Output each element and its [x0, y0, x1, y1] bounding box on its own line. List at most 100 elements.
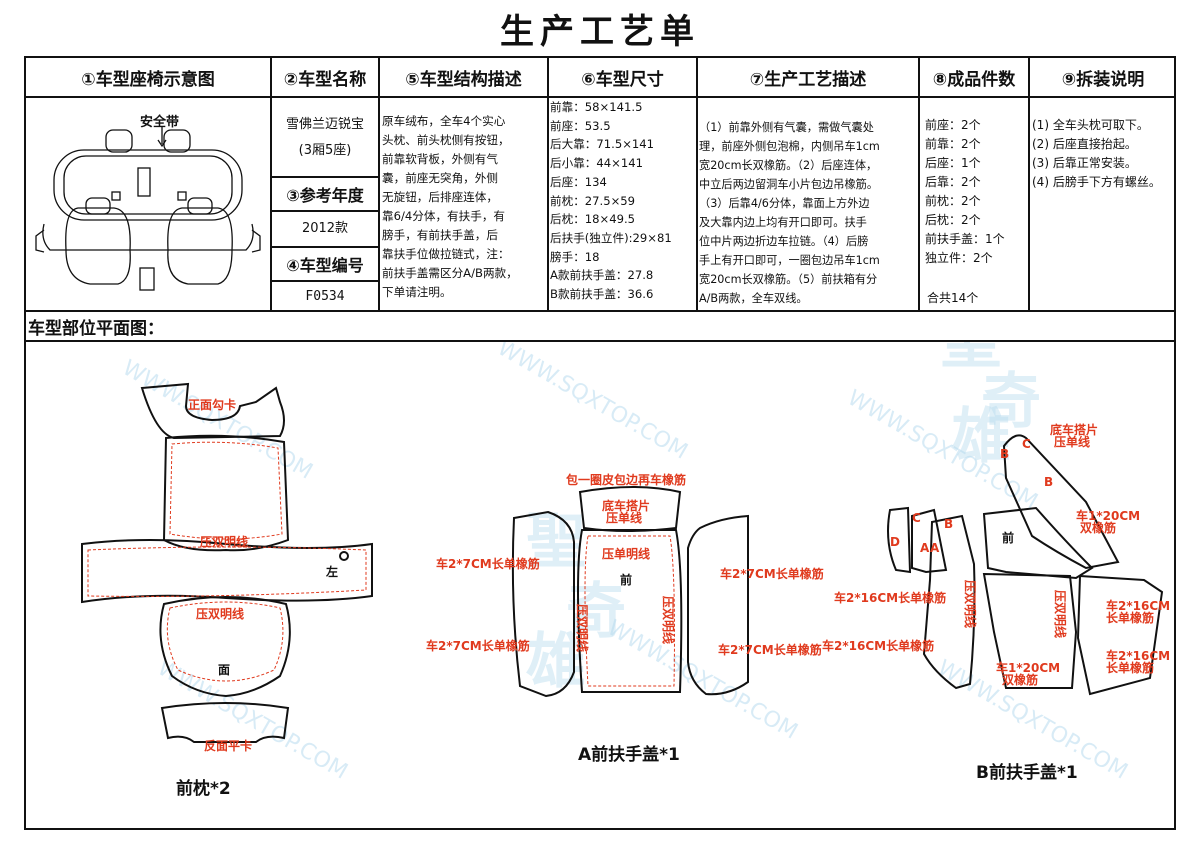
- count-item: 后枕：2个: [925, 213, 981, 227]
- size-list: 前靠：58×141.5 前座：53.5 后大靠：71.5×141 后小靠：44×…: [550, 98, 696, 304]
- b-cover-pieces: [887, 434, 1164, 696]
- sheet-title: 生产工艺单: [500, 12, 700, 52]
- row-divider: [270, 246, 378, 248]
- watermark-char: 奇: [981, 367, 1041, 437]
- a-cover-label: 车2*7CM长单橡筋: [718, 642, 822, 657]
- count-list: 前座：2个 前靠：2个 后座：1个 后靠：2个 前枕：2个 后枕：2个 前扶手盖…: [925, 116, 1028, 268]
- structure-line: 下单请注明。: [382, 285, 452, 299]
- process-line: 宽20cm长双橡筋。（2）后座连体，: [699, 159, 878, 172]
- process-line: 手上有开口即可，一圈包边吊车1cm: [699, 254, 880, 267]
- a-cover-label: 车2*7CM长单橡筋: [426, 638, 530, 653]
- pillow-label: 压双明线: [200, 534, 248, 549]
- process-line: （3）后靠4/6分体，靠面上方外边: [699, 197, 870, 210]
- a-cover-label: 压单明线: [602, 546, 650, 561]
- table-frame: [24, 56, 1176, 830]
- pattern-drawing: WWW.SQXTOP.COM WWW.SQXTOP.COM WWW.SQXTOP…: [81, 342, 1170, 799]
- watermark-char: 聖: [941, 342, 1001, 377]
- year-header: ③参考年度: [286, 186, 364, 205]
- a-cover-label: 底车搭片: [602, 498, 650, 513]
- seatbelt-label: 安全带: [140, 114, 179, 130]
- process-line: 中立后两边留洞车小片包边吊橡筋。: [699, 178, 879, 191]
- b-cover-label: 车1*20CM: [996, 660, 1060, 675]
- size-item: 前靠：58×141.5: [550, 100, 643, 114]
- size-item: 前枕：27.5×59: [550, 193, 636, 208]
- row-divider: [270, 176, 378, 178]
- code-header: ④车型编号: [286, 256, 364, 275]
- b-cover-label: 前: [1002, 530, 1014, 545]
- a-cover-caption: A前扶手盖*1: [578, 744, 680, 765]
- b-cover-letter: A: [930, 541, 940, 555]
- pillow-label: 左: [325, 564, 338, 579]
- count-item: 前扶手盖：1个: [925, 232, 1005, 246]
- b-cover-label: 双橡筋: [1002, 672, 1038, 687]
- b-cover-letter: C: [1022, 437, 1031, 451]
- a-cover-label: 压双明线: [661, 596, 676, 644]
- install-item: (4) 后膀手下方有螺丝。: [1032, 175, 1161, 189]
- header-diagram: ①车型座椅示意图: [81, 69, 215, 90]
- structure-line: 膀手，有前扶手盖，后: [382, 228, 498, 242]
- size-item: 后扶手(独立件):29×81: [550, 230, 672, 245]
- install-item: (3) 后靠正常安装。: [1032, 156, 1137, 170]
- b-cover-label: 车2*16CM长单橡筋: [822, 638, 934, 653]
- a-cover-label: 压单线: [606, 510, 642, 525]
- process-line: 理，前座外侧包泡棉，内侧吊车1cm: [699, 140, 880, 153]
- pillow-pieces: [81, 382, 373, 743]
- header-process: ⑦生产工艺描述: [749, 69, 867, 90]
- a-cover-label: 前: [620, 572, 632, 587]
- b-cover-letter: B: [1044, 475, 1053, 489]
- b-cover-label: 双橡筋: [1080, 520, 1116, 535]
- header-install: ⑨拆装说明: [1061, 69, 1145, 90]
- structure-text: 原车绒布，全车4个实心 头枕、前头枕侧有按钮， 前靠软背板，外侧有气 囊，前座无…: [382, 112, 546, 302]
- b-cover-label: 压单线: [1054, 434, 1090, 449]
- b-cover-letter: B: [1000, 447, 1009, 461]
- watermark-char: 雄: [526, 627, 586, 697]
- pillow-label: 压双明线: [196, 606, 244, 621]
- b-cover-caption: B前扶手盖*1: [976, 762, 1078, 783]
- size-item: A款前扶手盖：27.8: [550, 268, 654, 283]
- col-divider: [696, 56, 698, 310]
- structure-line: 头枕、前头枕侧有按钮，: [382, 133, 510, 147]
- watermark: WWW.SQXTOP.COM WWW.SQXTOP.COM WWW.SQXTOP…: [118, 342, 1132, 785]
- model-seats: (3厢5座): [298, 143, 352, 158]
- b-cover-label: 压双明线: [1053, 590, 1068, 638]
- size-item: 后座：134: [550, 174, 607, 189]
- a-cover-label: 车2*7CM长单橡筋: [720, 566, 824, 581]
- watermark-url: WWW.SQXTOP.COM: [603, 616, 802, 745]
- install-notes: (1) 全车头枕可取下。 (2) 后座直接抬起。 (3) 后靠正常安装。 (4)…: [1032, 116, 1174, 192]
- a-cover-pieces: [511, 486, 749, 698]
- col-divider: [270, 56, 272, 310]
- process-line: 及大靠内边上均有开口即可。扶手: [699, 216, 867, 229]
- count-item: 前靠：2个: [925, 137, 981, 151]
- count-item: 后座：1个: [925, 156, 981, 170]
- header-count: ⑧成品件数: [932, 69, 1016, 90]
- watermark-char: 雄: [951, 402, 1011, 472]
- size-item: 后枕：18×49.5: [550, 212, 636, 227]
- b-cover-label: 车2*16CM: [1106, 598, 1170, 613]
- col-divider: [378, 56, 380, 310]
- process-line: 位中片两边折边车拉链。（4）后膀: [699, 235, 869, 248]
- pillow-label: 反面平卡: [204, 738, 252, 753]
- install-item: (1) 全车头枕可取下。: [1032, 118, 1149, 132]
- plan-title-divider: [24, 340, 1176, 342]
- b-cover-label: 长单橡筋: [1106, 610, 1154, 625]
- header-structure: ⑤车型结构描述: [405, 69, 522, 90]
- model-year: 2012款: [301, 221, 349, 236]
- b-cover-label: 底车搭片: [1050, 422, 1098, 437]
- plan-divider: [24, 310, 1176, 312]
- b-cover-label: 车2*16CM: [1106, 648, 1170, 663]
- b-cover-letter: D: [890, 535, 900, 549]
- process-line: A/B两款，全车双线。: [699, 292, 808, 305]
- header-model-name: ②车型名称: [283, 69, 367, 90]
- b-cover-label: 车2*16CM长单橡筋: [834, 590, 946, 605]
- structure-line: 前靠软背板，外侧有气: [382, 152, 498, 166]
- header-divider: [24, 96, 1176, 98]
- size-item: 后小靠：44×141: [550, 156, 643, 171]
- header-size: ⑥车型尺寸: [581, 69, 664, 90]
- watermark-char: 聖: [226, 342, 286, 347]
- col-divider: [547, 56, 549, 310]
- a-cover-label: 车2*7CM长单橡筋: [436, 556, 540, 571]
- model-code: F0534: [305, 289, 345, 304]
- watermark-url: WWW.SQXTOP.COM: [493, 342, 692, 465]
- structure-line: 前扶手盖需区分A/B两款，: [382, 266, 518, 280]
- b-cover-letter: A: [920, 541, 930, 555]
